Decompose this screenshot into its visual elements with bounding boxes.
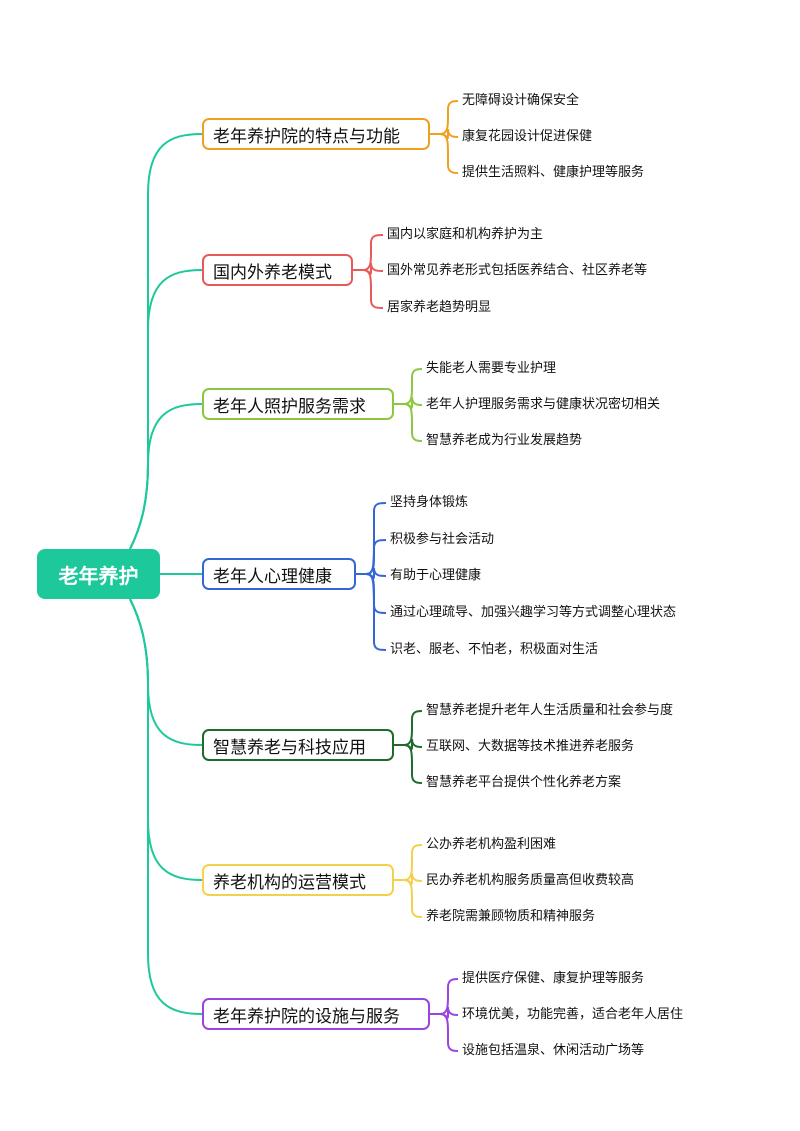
branch-node[interactable]: 老年养护院的设施与服务 — [202, 998, 430, 1030]
leaf-connector — [394, 844, 423, 881]
leaf-node[interactable]: 无障碍设计确保安全 — [462, 93, 580, 108]
branch-node[interactable]: 智慧养老与科技应用 — [202, 729, 394, 761]
leaf-node[interactable]: 居家养老趋势明显 — [387, 300, 492, 315]
leaf-node[interactable]: 识老、服老、不怕老，积极面对生活 — [390, 642, 599, 657]
leaf-node[interactable]: 积极参与社会活动 — [390, 532, 495, 547]
leaf-connector — [394, 744, 423, 784]
leaf-connector — [356, 573, 387, 614]
leaf-connector — [430, 1013, 459, 1052]
leaf-node[interactable]: 通过心理疏导、加强兴趣学习等方式调整心理状态 — [390, 605, 677, 620]
leaf-connector — [356, 502, 387, 575]
branch-node[interactable]: 养老机构的运营模式 — [202, 864, 394, 896]
branch-connector — [129, 403, 203, 550]
leaf-connector — [356, 573, 387, 651]
leaf-node[interactable]: 国内以家庭和机构养护为主 — [387, 227, 544, 242]
leaf-node[interactable]: 设施包括温泉、休闲活动广场等 — [462, 1043, 645, 1058]
leaf-connector — [394, 710, 423, 746]
leaf-connector — [356, 539, 387, 575]
leaf-node[interactable]: 康复花园设计促进保健 — [462, 129, 593, 144]
leaf-node[interactable]: 智慧养老提升老年人生活质量和社会参与度 — [426, 703, 674, 718]
leaf-node[interactable]: 互联网、大数据等技术推进养老服务 — [426, 739, 635, 754]
branch-node[interactable]: 老年养护院的特点与功能 — [202, 118, 430, 150]
leaf-node[interactable]: 老年人护理服务需求与健康状况密切相关 — [426, 397, 661, 412]
branch-connector — [129, 133, 203, 550]
leaf-connector — [394, 879, 423, 918]
branch-connector — [129, 598, 203, 746]
leaf-node[interactable]: 环境优美，功能完善，适合老年人居住 — [462, 1007, 684, 1022]
leaf-node[interactable]: 提供医疗保健、康复护理等服务 — [462, 971, 645, 986]
leaf-node[interactable]: 提供生活照料、健康护理等服务 — [462, 165, 645, 180]
leaf-connector — [353, 269, 384, 309]
leaf-connector — [394, 403, 423, 442]
leaf-node[interactable]: 坚持身体锻炼 — [390, 495, 469, 510]
leaf-connector — [394, 368, 423, 405]
leaf-node[interactable]: 民办养老机构服务质量高但收费较高 — [426, 873, 635, 888]
branch-node[interactable]: 老年人照护服务需求 — [202, 388, 394, 420]
leaf-connector — [430, 100, 459, 135]
leaf-connector — [430, 133, 459, 174]
branch-node[interactable]: 老年人心理健康 — [202, 558, 356, 590]
branch-connector — [129, 598, 203, 1015]
root-node[interactable]: 老年养护 — [37, 549, 160, 599]
leaf-node[interactable]: 智慧养老成为行业发展趋势 — [426, 433, 583, 448]
branch-connector — [129, 269, 203, 550]
branch-node[interactable]: 国内外养老模式 — [202, 254, 353, 286]
leaf-node[interactable]: 智慧养老平台提供个性化养老方案 — [426, 775, 622, 790]
leaf-node[interactable]: 有助于心理健康 — [390, 568, 482, 583]
leaf-node[interactable]: 失能老人需要专业护理 — [426, 361, 557, 376]
leaf-node[interactable]: 公办养老机构盈利困难 — [426, 837, 557, 852]
leaf-connector — [353, 234, 384, 271]
leaf-node[interactable]: 养老院需兼顾物质和精神服务 — [426, 909, 596, 924]
leaf-connector — [430, 978, 459, 1015]
branch-connector — [129, 598, 203, 881]
leaf-node[interactable]: 国外常见养老形式包括医养结合、社区养老等 — [387, 263, 648, 278]
